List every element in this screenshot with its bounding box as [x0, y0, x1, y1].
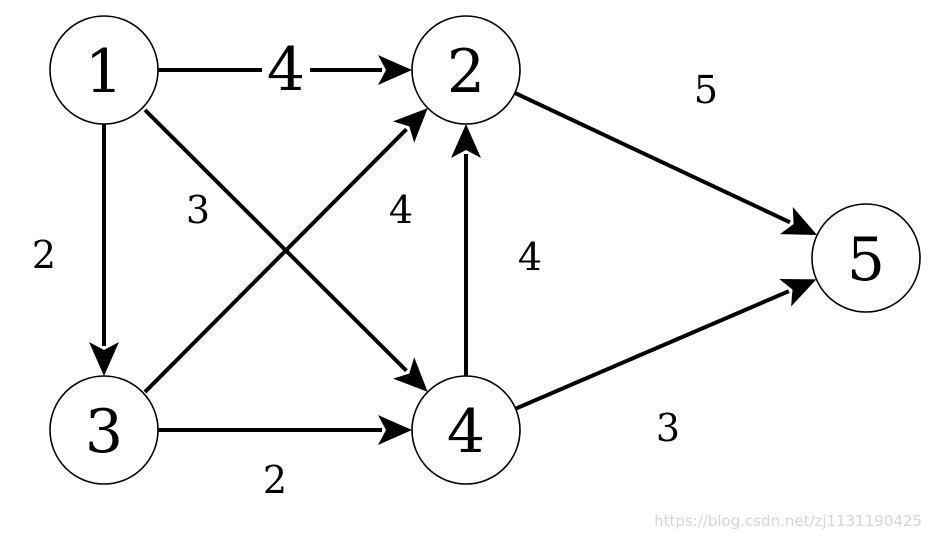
node-label-4: 4	[447, 397, 485, 467]
node-label-1: 1	[85, 37, 123, 107]
node-circle-4	[411, 375, 521, 485]
node-label-2: 2	[447, 37, 485, 107]
edge-line-2-5	[514, 91, 791, 225]
edges: 4 2 3 4 2 4 5 3	[32, 35, 818, 502]
edge-weight-4-5: 3	[656, 406, 680, 450]
edge-1-to-2: 4	[158, 35, 412, 105]
node-1: 1	[49, 15, 159, 125]
arrowhead-1-4	[393, 357, 428, 392]
node-circle-2	[411, 15, 521, 125]
weight-background-1-2	[262, 36, 310, 104]
arrowhead-3-2	[393, 108, 428, 143]
edge-line-4-5	[514, 289, 790, 411]
node-circle-5	[811, 203, 921, 313]
arrowhead-2-5	[779, 206, 818, 236]
arrowhead-1-3	[89, 342, 119, 376]
edge-weight-3-4: 2	[263, 458, 287, 502]
edge-1-to-4: 3	[143, 108, 428, 392]
edge-weight-1-2: 4	[267, 35, 305, 105]
edge-3-to-4: 2	[158, 415, 412, 502]
arrowhead-4-2	[451, 124, 481, 158]
node-3: 3	[49, 375, 159, 485]
edge-4-to-2: 4	[451, 124, 542, 376]
edge-2-to-5: 5	[514, 68, 818, 236]
arrowhead-1-2	[378, 55, 412, 85]
node-2: 2	[411, 15, 521, 125]
edge-weight-3-2: 4	[389, 188, 413, 232]
nodes: 1 2 3 4 5	[49, 15, 921, 485]
node-circle-3	[49, 375, 159, 485]
edge-weight-1-3: 2	[32, 233, 56, 277]
edge-weight-2-5: 5	[694, 68, 718, 112]
edge-1-to-3: 2	[32, 124, 119, 376]
edge-weight-1-4: 3	[186, 188, 210, 232]
arrowhead-3-4	[378, 415, 412, 445]
node-4: 4	[411, 375, 521, 485]
edge-line-1-4	[143, 108, 408, 373]
node-5: 5	[811, 203, 921, 313]
edge-weight-4-2: 4	[518, 235, 542, 279]
edge-line-3-2	[143, 127, 408, 394]
node-label-3: 3	[85, 397, 123, 467]
node-circle-1	[49, 15, 159, 125]
arrowhead-4-5	[779, 278, 817, 307]
watermark-text: https://blog.csdn.net/zj1131190425	[654, 512, 922, 530]
edge-4-to-5: 3	[514, 278, 817, 450]
node-label-5: 5	[847, 225, 885, 295]
edge-3-to-2: 4	[143, 108, 428, 394]
